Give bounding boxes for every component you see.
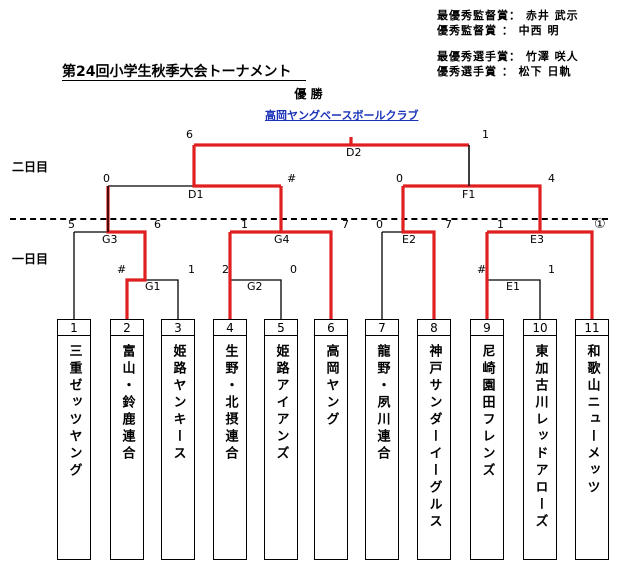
game-f1-right-score: 4 [548, 172, 555, 185]
game-e1-label: E1 [506, 280, 520, 293]
game-g3-label: G3 [102, 233, 118, 246]
day1-label: 一日目 [12, 252, 49, 266]
team-number: 4 [213, 319, 247, 335]
team-slot-9: 9 尼崎園田フレンズ [470, 319, 504, 560]
game-f1-label: F1 [462, 188, 475, 201]
team-slot-3: 3 姫路ヤンキース [161, 319, 195, 560]
team-name: 龍野・夙川連合 [374, 344, 390, 463]
team-slot-8: 8 神戸サンダーイーグルス [417, 319, 451, 560]
day2-label: 二日目 [12, 160, 49, 174]
team-name: 尼崎園田フレンズ [479, 344, 495, 480]
team-slot-1: 1 三重ゼッツヤング [57, 319, 91, 560]
game-e3-label: E3 [530, 233, 544, 246]
game-g4-right-score: 7 [342, 218, 349, 231]
game-g4-label: G4 [274, 233, 290, 246]
team-number: 5 [264, 319, 298, 335]
game-e2-label: E2 [402, 233, 416, 246]
game-g2-right-score: 0 [290, 263, 297, 276]
team-slot-4: 4 生野・北摂連合 [213, 319, 247, 560]
team-number: 3 [161, 319, 195, 335]
team-name: 富山・鈴鹿連合 [119, 344, 135, 463]
team-number: 9 [470, 319, 504, 335]
game-f1-left-score: 0 [396, 172, 403, 185]
team-name: 神戸サンダーイーグルス [426, 344, 442, 531]
game-g3-right-score: 6 [154, 218, 161, 231]
tournament-title: 第24回小学生秋季大会トーナメント [62, 64, 292, 80]
game-e1-right-score: 1 [548, 263, 555, 276]
game-e3-left-score: 1 [497, 218, 504, 231]
title-underline [62, 80, 306, 81]
champion-name: 高岡ヤングベースボールクラブ [265, 109, 419, 122]
game-e1-left-score: # [477, 263, 486, 276]
game-g1-right-score: 1 [188, 263, 195, 276]
game-labels: D2 6 1 D1 0 # F1 0 4 G3 5 6 G4 1 7 E2 0 … [68, 128, 555, 293]
team-name: 和歌山ニューメッツ [584, 344, 600, 497]
team-name: 姫路ヤンキース [170, 344, 186, 463]
team-slot-7: 7 龍野・夙川連合 [365, 319, 399, 560]
team-name: 姫路アイアンズ [273, 344, 289, 463]
game-d2-left-score: 6 [186, 128, 193, 141]
game-g1-left-score: # [117, 263, 126, 276]
winner-path [106, 137, 594, 319]
game-g4-left-score: 1 [241, 218, 248, 231]
team-slot-11: 11 和歌山ニューメッツ [575, 319, 609, 560]
team-number: 8 [417, 319, 451, 335]
team-slot-2: 2 富山・鈴鹿連合 [110, 319, 144, 560]
team-number: 6 [314, 319, 348, 335]
award-excellent-player: 優秀選手賞 ： 松下 日軌 [437, 65, 572, 78]
game-d2-right-score: 1 [482, 128, 489, 141]
day-divider [10, 218, 608, 220]
award-excellent-manager: 優秀監督賞 ： 中西 明 [437, 24, 560, 37]
team-number: 2 [110, 319, 144, 335]
game-d1-label: D1 [188, 188, 203, 201]
team-number: 1 [57, 319, 91, 335]
team-slot-10: 10 東加古川レッドアローズ [523, 319, 557, 560]
champion-label: 優 勝 [294, 87, 323, 101]
game-e2-left-score: 0 [376, 218, 383, 231]
team-number: 10 [523, 319, 557, 335]
team-number: 7 [365, 319, 399, 335]
team-slot-5: 5 姫路アイアンズ [264, 319, 298, 560]
award-best-player: 最優秀選手賞： 竹澤 咲人 [437, 50, 579, 63]
game-d1-left-score: 0 [103, 172, 110, 185]
game-d2-label: D2 [346, 146, 361, 159]
game-d1-right-score: # [287, 172, 296, 185]
game-g2-left-score: 2 [222, 263, 229, 276]
award-best-manager: 最優秀監督賞： 赤井 武示 [437, 9, 579, 22]
team-number: 11 [575, 319, 609, 335]
game-e2-right-score: 7 [445, 218, 452, 231]
team-name: 生野・北摂連合 [222, 344, 238, 463]
game-g2-label: G2 [247, 280, 263, 293]
team-name: 東加古川レッドアローズ [532, 344, 548, 531]
game-g1-label: G1 [145, 280, 161, 293]
team-name: 三重ゼッツヤング [66, 344, 82, 480]
game-g3-left-score: 5 [68, 218, 75, 231]
team-name: 高岡ヤング [323, 344, 339, 429]
rematch-marker: ① [594, 217, 606, 232]
team-slot-6: 6 高岡ヤング [314, 319, 348, 560]
